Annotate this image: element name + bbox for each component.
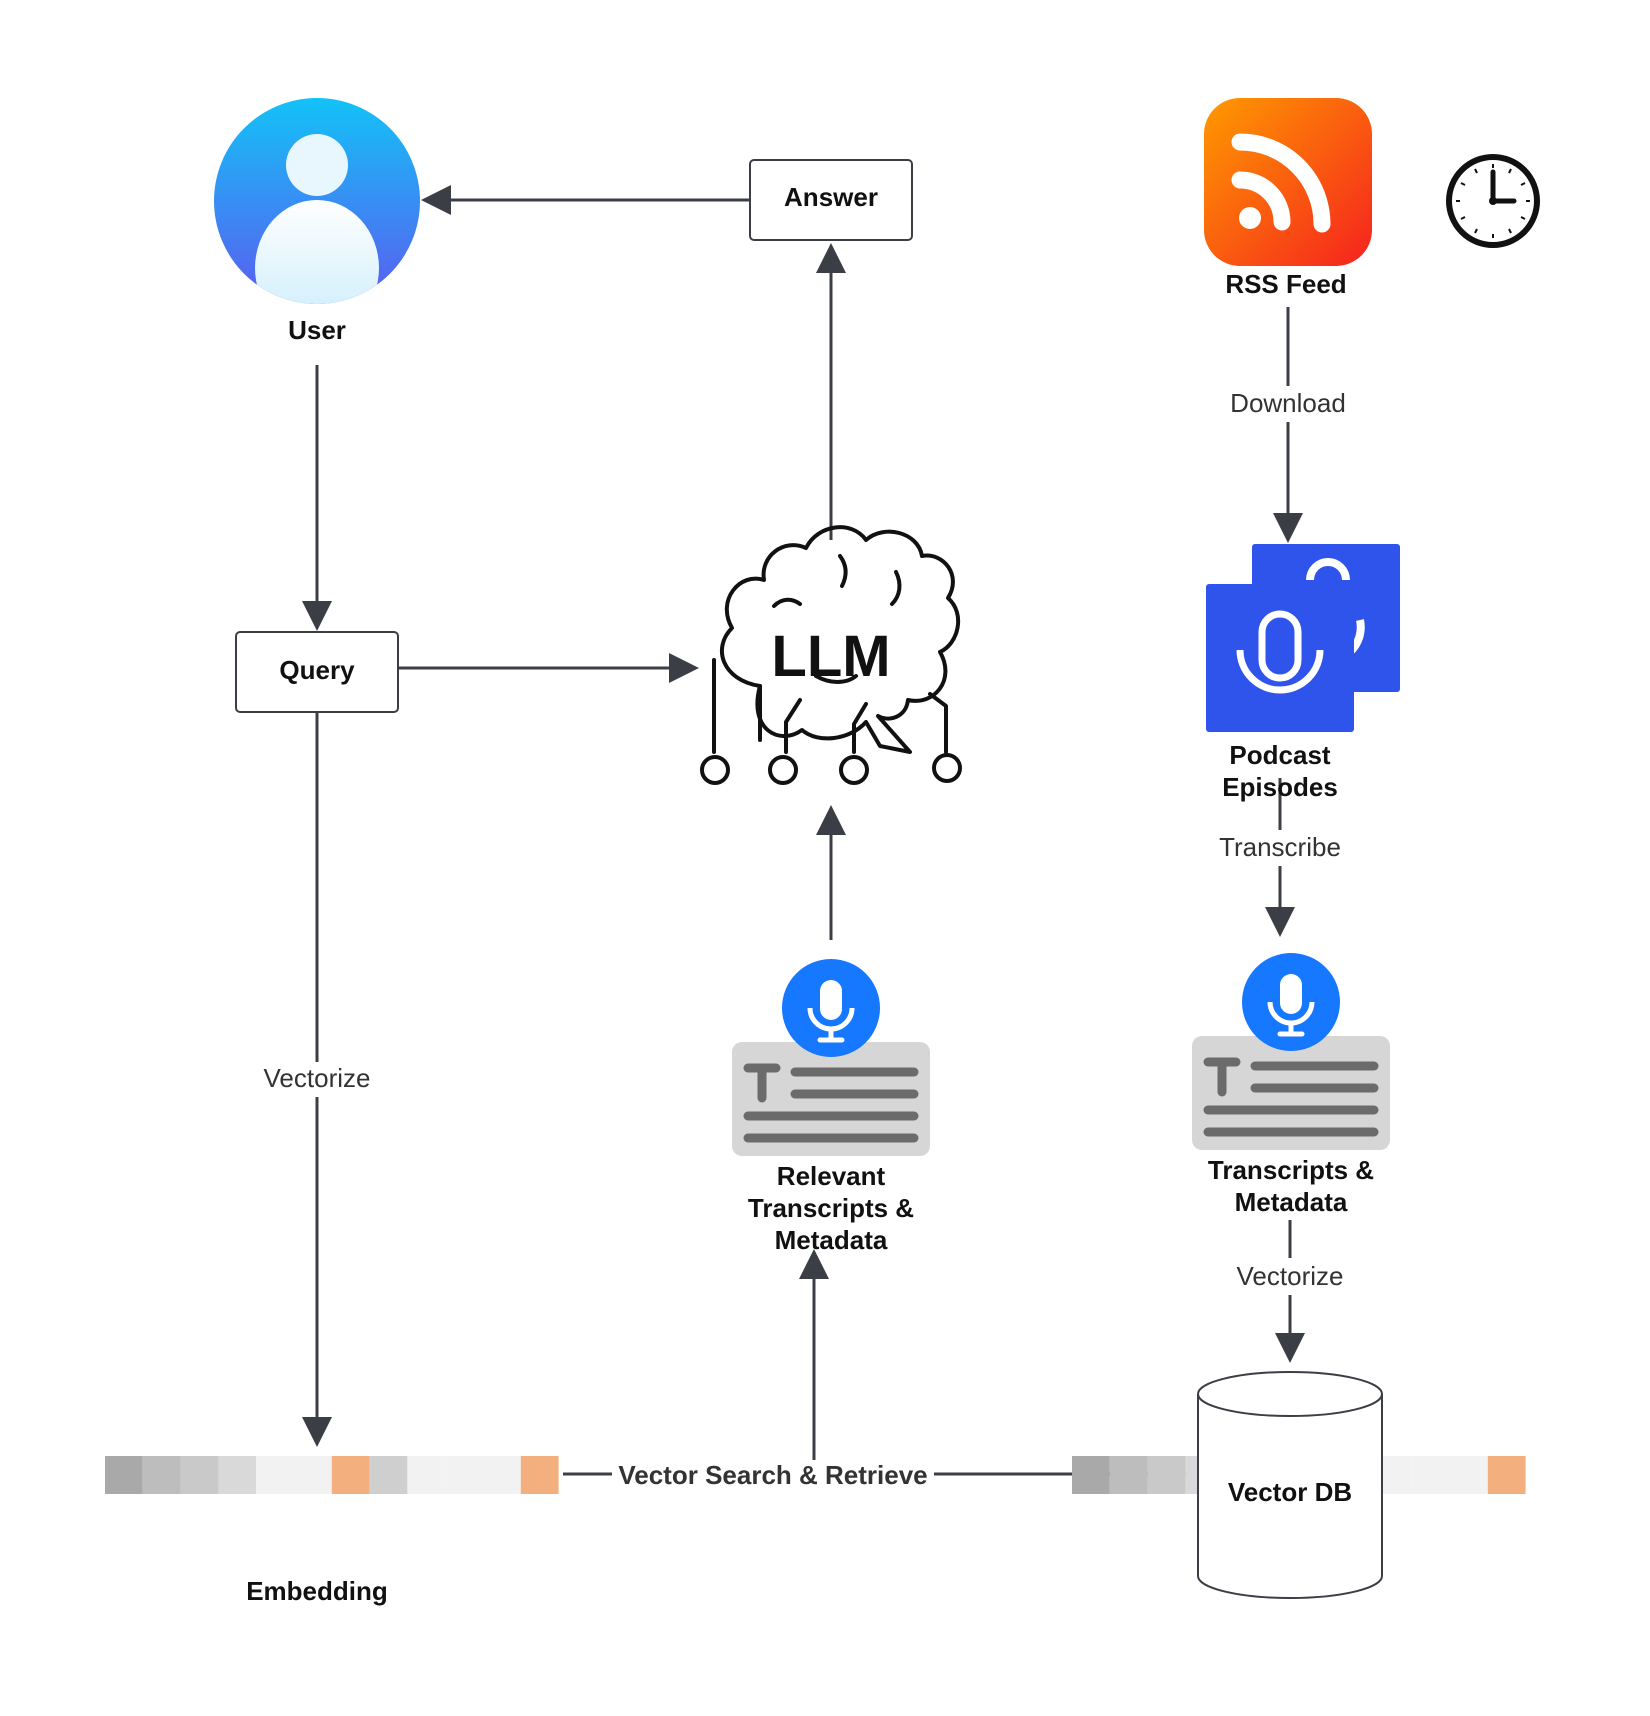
embedding-cell — [1412, 1456, 1450, 1494]
connectors — [302, 185, 1305, 1476]
transcript-mic-icon — [732, 959, 930, 1156]
podcast-node: Podcast Episodes — [1206, 544, 1400, 802]
edge-label-transcribe: Transcribe — [1219, 832, 1341, 862]
embedding-cell — [1487, 1456, 1526, 1494]
transcripts-node: Transcripts & Metadata — [1192, 953, 1390, 1217]
database-icon — [1197, 1371, 1383, 1599]
relevant-label-line2: Transcripts & — [748, 1193, 914, 1223]
query-node: Query — [235, 631, 399, 713]
embedding-cell — [1450, 1456, 1488, 1494]
embedding-cell — [105, 1456, 143, 1494]
rss-icon — [1204, 98, 1372, 266]
embedding-cell — [520, 1456, 559, 1494]
user-label: User — [288, 315, 346, 345]
user-node: User — [214, 98, 420, 345]
podcast-label-line2: Episodes — [1222, 772, 1338, 802]
podcast-label-line1: Podcast — [1229, 740, 1330, 770]
relevant-node: Relevant Transcripts & Metadata — [732, 959, 930, 1255]
user-icon — [214, 98, 420, 304]
edge-label-download: Download — [1230, 388, 1346, 418]
embedding-cell — [407, 1456, 446, 1494]
embedding-cell — [180, 1456, 219, 1494]
embedding-cell — [218, 1456, 257, 1494]
embedding-cell — [1147, 1456, 1186, 1494]
podcast-mic-icon — [1206, 544, 1400, 732]
rss-label: RSS Feed — [1225, 269, 1346, 299]
transcript-mic-icon — [1192, 953, 1390, 1150]
relevant-label-line1: Relevant — [777, 1161, 886, 1191]
embedding-strip — [105, 1456, 559, 1494]
embedding-cell — [1072, 1456, 1110, 1494]
embedding-cell — [331, 1456, 370, 1494]
edge-label-vectorize-right: Vectorize — [1237, 1261, 1344, 1291]
embedding-cell — [142, 1456, 181, 1494]
brain-llm-icon — [700, 525, 962, 785]
clock-icon — [1446, 154, 1540, 248]
vectordb-node: Vector DB — [1197, 1371, 1383, 1599]
edge-label-vectorize-left: Vectorize — [264, 1063, 371, 1093]
answer-label: Answer — [784, 182, 878, 212]
transcripts-label-line1: Transcripts & — [1208, 1155, 1374, 1185]
transcripts-label-line2: Metadata — [1235, 1187, 1348, 1217]
embedding-cell — [1109, 1456, 1148, 1494]
relevant-label-line3: Metadata — [775, 1225, 888, 1255]
answer-node: Answer — [749, 159, 913, 241]
embedding-cell — [483, 1456, 521, 1494]
embedding-cell — [445, 1456, 483, 1494]
embedding-label: Embedding — [246, 1576, 388, 1606]
query-label: Query — [279, 655, 355, 685]
llm-node: LLM — [700, 525, 962, 785]
llm-label: LLM — [771, 624, 890, 689]
rss-node: RSS Feed — [1204, 98, 1372, 299]
edge-label-vector-search: Vector Search & Retrieve — [618, 1460, 927, 1490]
embedding-cell — [369, 1456, 408, 1494]
embedding-cell — [294, 1456, 332, 1494]
vectordb-label: Vector DB — [1228, 1477, 1352, 1507]
embedding-cell — [256, 1456, 294, 1494]
